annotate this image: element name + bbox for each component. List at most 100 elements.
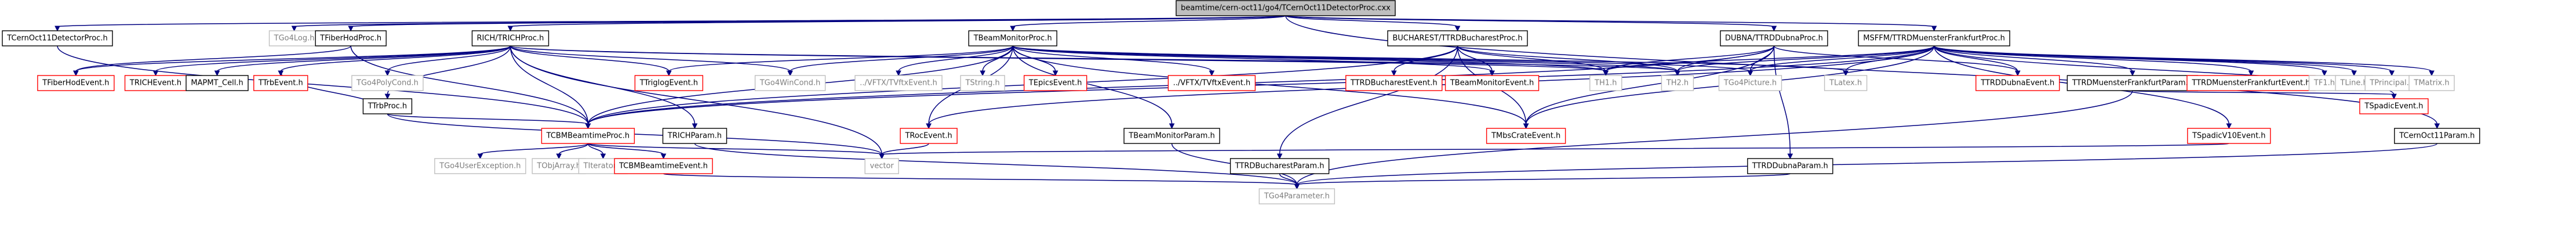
arrowhead-MSFFM_TTRDMuensterFrankfurtProc_h [1931,26,1937,32]
node-box [1176,0,1396,16]
edge-BUCHAREST_TTRDBucharestProc_h-to-TBeamMonitorEvent_h [1457,45,1493,72]
node-label: TTrbProc.h [368,102,407,111]
arrowhead-TF1_h [2322,70,2327,77]
edge-MSFFM_TTRDMuensterFrankfurtProc_h-to-TF1_h [1933,45,2325,72]
node-tfiberhodproc-h[interactable]: TFiberHodProc.h [315,30,387,46]
node-tvftx-tvftxevent-h-b[interactable]: ../VFTX/TVftxEvent.h [1167,75,1256,91]
node-tobjarray-h: TObjArray.h [532,158,586,174]
node-box [1858,30,2010,46]
node-label: TMatrix.h [2413,79,2449,88]
node-tfiberhodevent-h[interactable]: TFiberHodEvent.h [37,75,115,91]
node-box [854,75,943,91]
arrowhead-TRICHEvent_h [152,70,159,77]
node-ttrddubnaparam-h[interactable]: TTRDDubnaParam.h [1747,158,1833,174]
node-tgo4polycond-h: TGo4PolyCond.h [351,75,424,91]
edge-MSFFM_TTRDMuensterFrankfurtProc_h-to-TPrincipal_h [1933,45,2392,72]
arrowhead-TTRDDubnaEvent_h [2014,70,2021,77]
node-label: DUBNA/TTRDDubnaProc.h [1725,34,1823,43]
edge-MSFFM_TTRDMuensterFrankfurtProc_h-to-TTRDDubnaEvent_h [1933,45,2018,72]
node-ttrddubnaevent-h[interactable]: TTRDDubnaEvent.h [1975,75,2060,91]
node-mapmt-cell-h[interactable]: MAPMT_Cell.h [185,75,249,91]
edge-TCBMBeamtimeProc_h-to-TIterator_h [587,143,604,155]
arrowhead-TIterator_h [600,153,606,160]
node-box [634,75,704,91]
node-bucharest-ttrdbucharestproc-h[interactable]: BUCHAREST/TTRDBucharestProc.h [1387,30,1528,46]
arrowhead-BUCHAREST_TTRDBucharestProc_h [1454,26,1461,32]
node-tspadicevent-h[interactable]: TSpadicEvent.h [2359,98,2429,114]
node-tcernoct11detectorproc-h[interactable]: TCernOct11DetectorProc.h [2,30,113,46]
edge-root-to-TBeamMonitorProc_h [1012,15,1286,27]
node-tbeammonitorparam-h[interactable]: TBeamMonitorParam.h [1123,128,1220,144]
node-tcernoct11param-h[interactable]: TCernOct11Param.h [2394,128,2480,144]
node-box [2187,128,2271,144]
node-root[interactable]: beamtime/cern-oct11/go4/TCernOct11Detect… [1176,0,1396,16]
node-tbeammonitorevent-h[interactable]: TBeamMonitorEvent.h [1445,75,1540,91]
nodes-layer: beamtime/cern-oct11/go4/TCernOct11Detect… [2,0,2480,204]
node-box [1720,30,1828,46]
node-box [124,75,187,91]
arrowhead-TTRDBucharestParam_h [1276,153,1283,160]
arrowhead-TBeamMonitorParam_h [1169,123,1175,130]
edge-RICH_TRICHProc_h-to-TGo4PolyCond_h [387,45,511,72]
node-tbeammonitorproc-h[interactable]: TBeamMonitorProc.h [968,30,1057,46]
node-ttrdmuensterfrankfurtparam-h[interactable]: TTRDMuensterFrankfurtParam.h [2066,75,2199,91]
arrowhead-TTRDMuensterFrankfurtEvent_h [2248,70,2254,77]
node-msffm-ttrdmuensterfrankfurtproc-h[interactable]: MSFFM/TTRDMuensterFrankfurtProc.h [1858,30,2010,46]
edge-BUCHAREST_TTRDBucharestProc_h-to-TH1_h [1457,45,1606,72]
node-label: TCernOct11Param.h [2399,132,2475,141]
arrowhead-TSpadicV10Event_h [2226,123,2232,130]
edge-TBeamMonitorProc_h-to-TGo4WinCond_h [789,45,1013,72]
node-box [1824,75,1868,91]
node-tcbmbeamtimeproc-h[interactable]: TCBMBeamtimeProc.h [541,128,635,144]
node-ttrdbucharestparam-h[interactable]: TTRDBucharestParam.h [1229,158,1330,174]
node-tgo4wincond-h: TGo4WinCond.h [754,75,826,91]
node-box [1258,188,1336,204]
node-trichparam-h[interactable]: TRICHParam.h [662,128,727,144]
edge-MSFFM_TTRDMuensterFrankfurtProc_h-to-TTRDMuensterFrankfurtParam_h [1933,45,2133,72]
node-label: TGo4WinCond.h [759,79,821,88]
node-tf1-h: TF1.h [2308,75,2341,91]
arrowhead-vector [879,153,885,160]
arrowhead-TGo4Log_h [291,26,297,32]
edge-MSFFM_TTRDMuensterFrankfurtProc_h-to-TH1_h [1605,45,1935,72]
node-label: TTriglogEvent.h [639,79,698,88]
node-label: TGo4Picture.h [1723,79,1777,88]
node-label: TLine.h [2339,79,2367,88]
node-rich-trichproc-h[interactable]: RICH/TRICHProc.h [471,30,550,46]
node-tvftx-tvftxevent-h-a: ../VFTX/TVftxEvent.h [854,75,943,91]
node-ttrdmuensterfrankfurtevent-h[interactable]: TTRDMuensterFrankfurtEvent.h [2186,75,2316,91]
node-trocevent-h[interactable]: TRocEvent.h [900,128,958,144]
node-ttrbevent-h[interactable]: TTrbEvent.h [253,75,308,91]
node-label: TFiberHodEvent.h [42,79,109,88]
node-ttrbproc-h[interactable]: TTrbProc.h [362,98,413,114]
node-tcbmbeamtimeevent-h[interactable]: TCBMBeamtimeEvent.h [614,158,713,174]
edge-root-to-RICH_TRICHProc_h [510,15,1286,27]
node-tspadicv10event-h[interactable]: TSpadicV10Event.h [2187,128,2271,144]
arrowhead-TObjArray_h [556,153,562,160]
edge-TRICHParam_h-to-TGo4Parameter_h [694,143,1298,185]
node-dubna-ttrddubnaproc-h[interactable]: DUBNA/TTRDDubnaProc.h [1720,30,1828,46]
edge-TCBMBeamtimeProc_h-to-TCBMBeamtimeEvent_h [587,143,664,155]
node-box [900,128,958,144]
node-label: TRocEvent.h [905,132,952,141]
edge-TTRDBucharestParam_h-to-TGo4Parameter_h [1279,173,1298,185]
node-label: vector [870,162,894,171]
node-label: TBeamMonitorProc.h [973,34,1052,43]
node-tgo4picture-h: TGo4Picture.h [1718,75,1782,91]
node-ttrdbucharestevent-h[interactable]: TTRDBucharestEvent.h [1345,75,1443,91]
node-box [1167,75,1256,91]
node-box [1387,30,1528,46]
node-th2-h: TH2.h [1661,75,1694,91]
node-label: beamtime/cern-oct11/go4/TCernOct11Detect… [1181,4,1391,13]
edge-BUCHAREST_TTRDBucharestProc_h-to-TTRDBucharestParam_h [1279,45,1458,155]
node-label: TTRDBucharestParam.h [1235,162,1325,171]
arrowhead-TCernOct11DetectorProc_h [54,26,60,32]
node-tepicsevent-h[interactable]: TEpicsEvent.h [1024,75,1087,91]
node-box [1445,75,1540,91]
edge-TBeamMonitorProc_h-to-TTriglogEvent_h [668,45,1013,72]
node-tlatex-h: TLatex.h [1824,75,1868,91]
node-trichevent-h[interactable]: TRICHEvent.h [124,75,187,91]
node-tmbscrateevent-h[interactable]: TMbsCrateEvent.h [1486,128,1566,144]
node-ttriglogevent-h[interactable]: TTriglogEvent.h [634,75,704,91]
edge-TCBMBeamtimeProc_h-to-TGo4UserException_h [479,143,589,155]
